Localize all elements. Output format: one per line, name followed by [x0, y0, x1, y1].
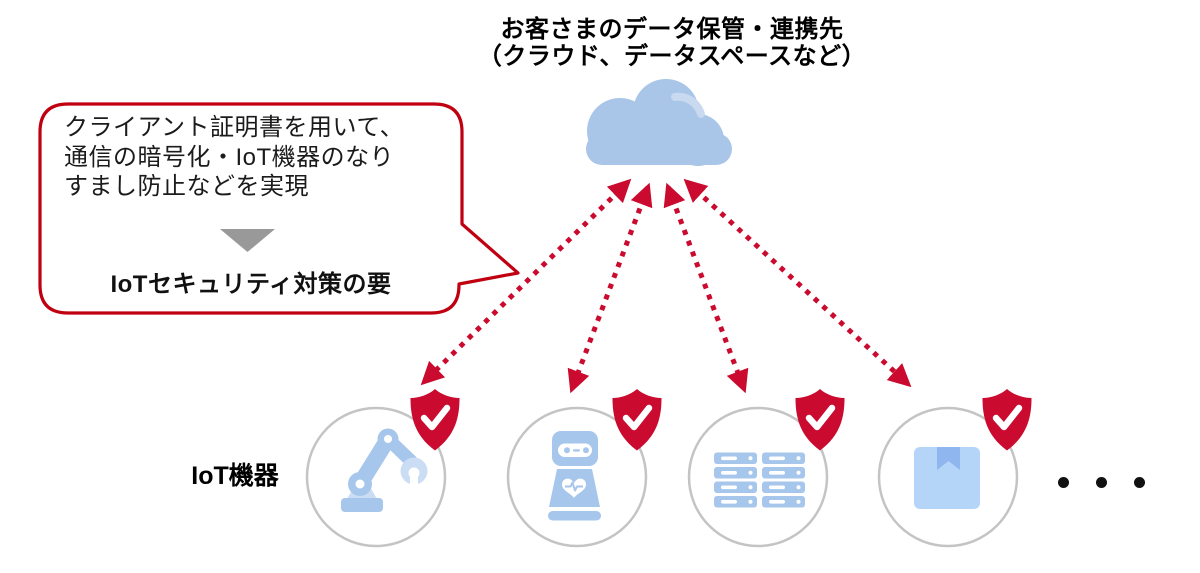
iot-devices-label: IoT機器 [191, 462, 279, 490]
robot-icon [548, 431, 601, 521]
package-box-icon [914, 447, 980, 509]
device-circle-server-rack [687, 406, 829, 548]
title-line-2: （クラウド、データスペースなど） [477, 43, 867, 70]
ellipsis-dot [1096, 477, 1107, 488]
cloud-highlight [671, 92, 705, 118]
cloud-icon [586, 79, 732, 166]
robot-arm-icon [341, 428, 428, 512]
callout-line-2: 通信の暗号化・IoT機器のなり [64, 143, 395, 171]
ellipsis-dot [1058, 477, 1069, 488]
callout-conclusion: IoTセキュリティ対策の要 [110, 271, 392, 298]
page-title: お客さまのデータ保管・連携先 （クラウド、データスペースなど） [452, 16, 892, 70]
arrow-down-triangle-icon [220, 229, 275, 252]
device-circle-robot-arm [305, 406, 447, 548]
title-line-1: お客さまのデータ保管・連携先 [500, 16, 844, 43]
callout-line-3: すまし防止などを実現 [64, 173, 309, 200]
dotted-arrow-3 [663, 182, 749, 394]
connection-arrows [420, 178, 912, 394]
dotted-arrow-2 [567, 182, 653, 394]
callout-text: クライアント証明書を用いて、 通信の暗号化・IoT機器のなり すまし防止などを実… [64, 113, 454, 202]
dotted-arrow-4 [683, 178, 912, 388]
ellipsis-dot [1134, 477, 1145, 488]
callout-line-1: クライアント証明書を用いて、 [64, 114, 405, 141]
ellipsis-icon [1058, 477, 1145, 488]
server-rack-icon [714, 452, 805, 508]
